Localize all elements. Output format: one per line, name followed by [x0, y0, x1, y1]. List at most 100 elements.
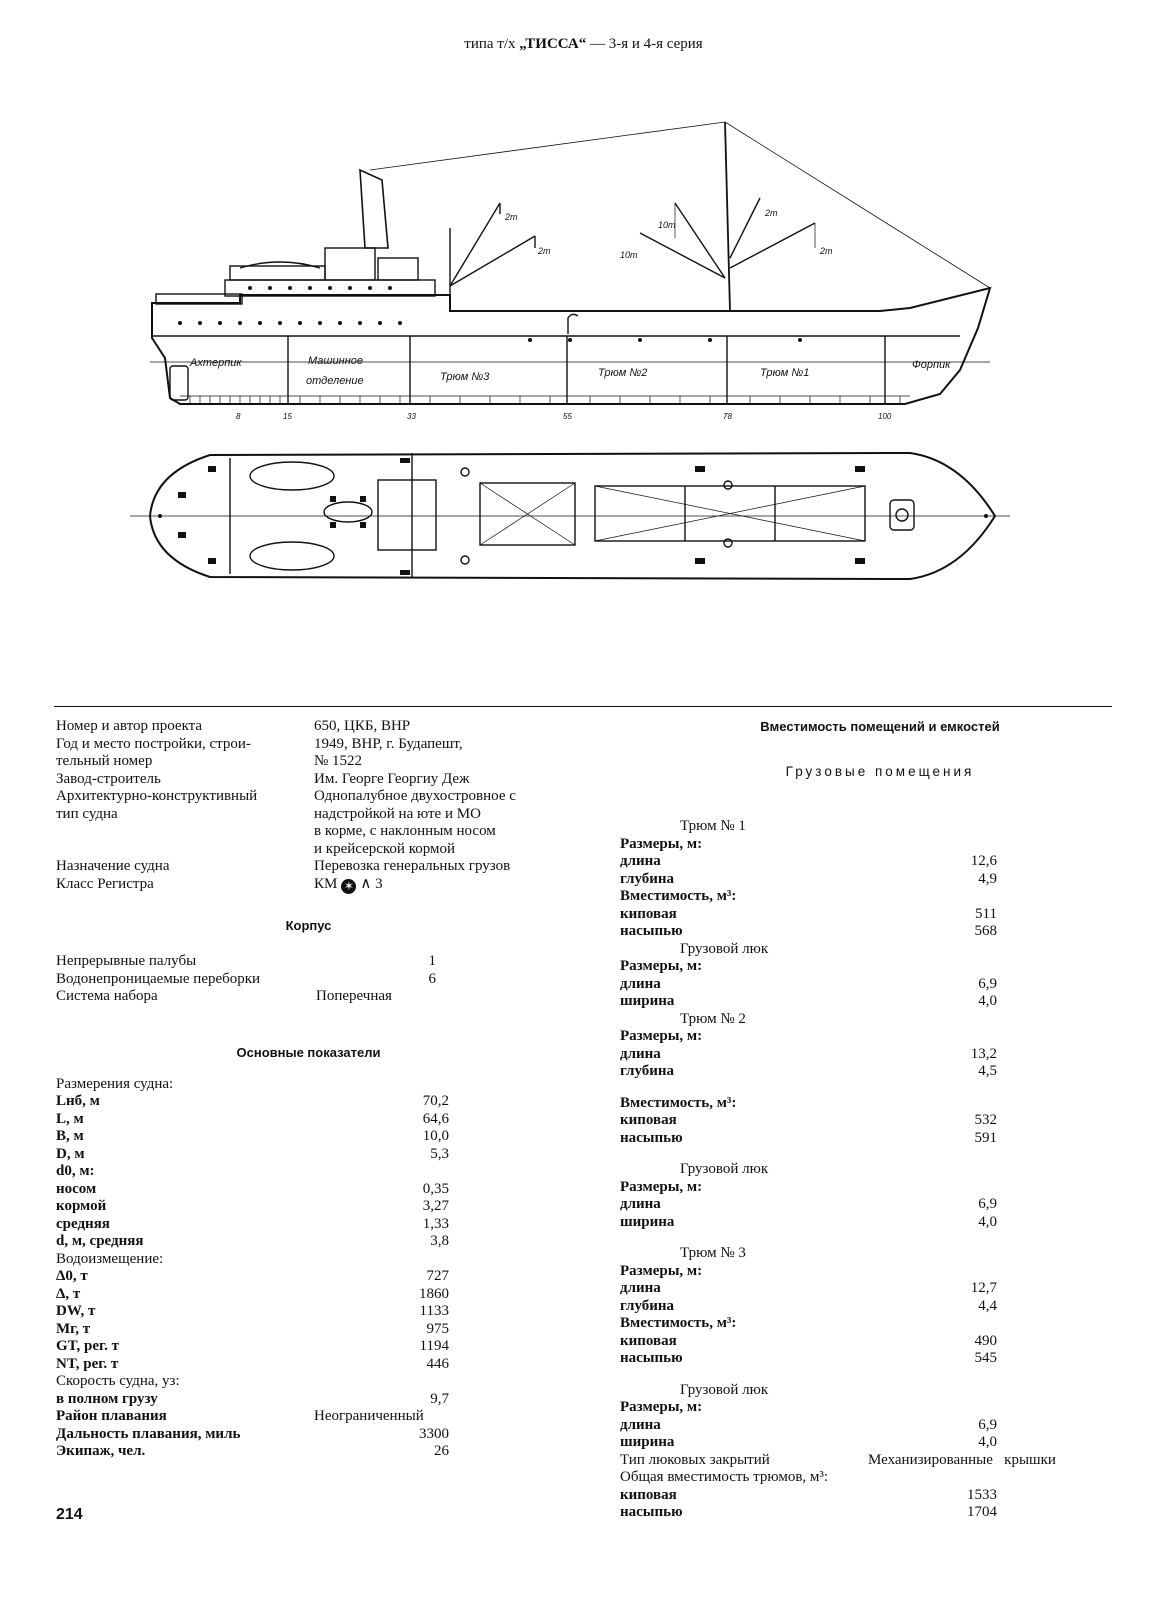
capacity-value: 4,9 [978, 870, 997, 887]
crane-label-5: 2т [764, 208, 778, 218]
general-value: 1949, ВНР, г. Будапешт, [314, 735, 463, 752]
main-value: 1194 [419, 1338, 449, 1354]
general-value: КМ✶∧ 3 [314, 876, 383, 894]
capacity-label: насыпью [620, 923, 683, 939]
frame-number-3: 33 [407, 412, 416, 421]
capacity-row: Вместимость, м³: [620, 888, 1140, 906]
capacity-label: длина [620, 853, 661, 869]
main-label: d0, м: [56, 1163, 95, 1179]
hull-title-wrap: Корпус [56, 893, 561, 953]
label-hold-2: Трюм №2 [598, 367, 647, 379]
capacity-label: Размеры, м: [620, 1262, 703, 1279]
capacity-label: Размеры, м: [620, 1399, 703, 1415]
capacity-label: ширина [620, 1434, 675, 1450]
main-value: 9,7 [430, 1390, 449, 1407]
capacity-value: 4,0 [978, 993, 997, 1009]
main-value: 5,3 [430, 1145, 449, 1162]
main-label: Размерения судна: [56, 1075, 174, 1092]
capacity-label: Вместимость, м³: [620, 1315, 737, 1331]
capacity-label: длина [620, 1196, 661, 1212]
subsection-heading: Грузовой люк [620, 1161, 1140, 1179]
hull-value: 6 [428, 970, 437, 987]
main-value: 975 [426, 1320, 450, 1337]
capacity-label: Вместимость, м³: [620, 1094, 737, 1111]
row-gap [620, 1231, 1140, 1245]
main-row: D, м 5,3 [56, 1146, 561, 1164]
capacity-label: длина [620, 975, 661, 992]
crane-label-4: 10т [620, 250, 638, 260]
capacity-row: Размеры, м: [620, 1399, 1140, 1417]
frame-number-5: 78 [723, 412, 732, 421]
main-label: D, м [56, 1145, 85, 1162]
main-value: 3,8 [430, 1233, 449, 1249]
general-label: Архитектурно-конструктивный [56, 788, 258, 804]
subsection-title: Трюм № 3 [680, 1245, 746, 1261]
main-label: Скорость судна, уз: [56, 1373, 180, 1389]
main-label: d, м, средняя [56, 1233, 144, 1249]
page-number: 214 [56, 1506, 83, 1523]
main-row: Экипаж, чел.26 [56, 1443, 561, 1461]
capacity-label: Размеры, м: [620, 835, 703, 852]
capacity-label: насыпью [620, 1350, 683, 1366]
main-value: 446 [426, 1355, 450, 1372]
capacity-label: Размеры, м: [620, 1178, 703, 1195]
hull-value: Поперечная [316, 988, 392, 1004]
subsection-heading: Грузовой люк [620, 1382, 1140, 1400]
capacity-value: 4,0 [978, 1434, 997, 1450]
hull-label: Система набора [56, 988, 158, 1004]
main-value: 10,0 [422, 1128, 449, 1144]
general-value: Однопалубное двухостровное с [314, 788, 516, 804]
plan-view [130, 451, 1010, 581]
capacity-value: 1533 [967, 1486, 997, 1503]
register-symbol-icon: ✶ [341, 878, 357, 894]
frame-number-4: 55 [563, 412, 572, 421]
hull-label: Непрерывные палубы [56, 953, 197, 969]
main-label: GT, рег. т [56, 1338, 120, 1354]
header-prefix: типа т/х [464, 36, 520, 52]
main-value: 3,27 [422, 1198, 449, 1214]
main-row: Скорость судна, уз: [56, 1373, 561, 1391]
main-value: 1,33 [422, 1215, 449, 1232]
main-title: Основные показатели [236, 1044, 381, 1060]
capacity-label: киповая [620, 1112, 677, 1128]
main-title-wrap: Основные показатели [56, 1006, 561, 1076]
subsection-title: Трюм № 1 [680, 818, 746, 834]
general-value: надстройкой на юте и МО [314, 805, 481, 822]
capacity-row: Вместимость, м³: [620, 1315, 1140, 1333]
capacity-label: киповая [620, 1332, 677, 1349]
general-label: Год и место постройки, строи- [56, 735, 251, 752]
capacity-row: Общая вместимость трюмов, м³: [620, 1469, 1140, 1487]
hull-row: Система набора Поперечная [56, 988, 561, 1006]
capacity-label: Вместимость, м³: [620, 888, 737, 904]
capacity-label: киповая [620, 905, 677, 922]
register-class-suffix: ∧ 3 [360, 875, 383, 892]
general-value: № 1522 [314, 753, 363, 769]
capacity-value: 545 [974, 1350, 998, 1366]
capacity-value: 511 [975, 905, 997, 922]
main-label: в полном грузу [56, 1390, 158, 1407]
label-afterpeak: Ахтерпик [189, 357, 242, 369]
main-label: Экипаж, чел. [56, 1443, 146, 1459]
capacity-row: Размеры, м: [620, 958, 1140, 976]
main-row: Размерения судна: [56, 1076, 561, 1094]
main-label: Δ0, т [56, 1268, 88, 1284]
capacity-row: Размеры, м: [620, 1263, 1140, 1281]
